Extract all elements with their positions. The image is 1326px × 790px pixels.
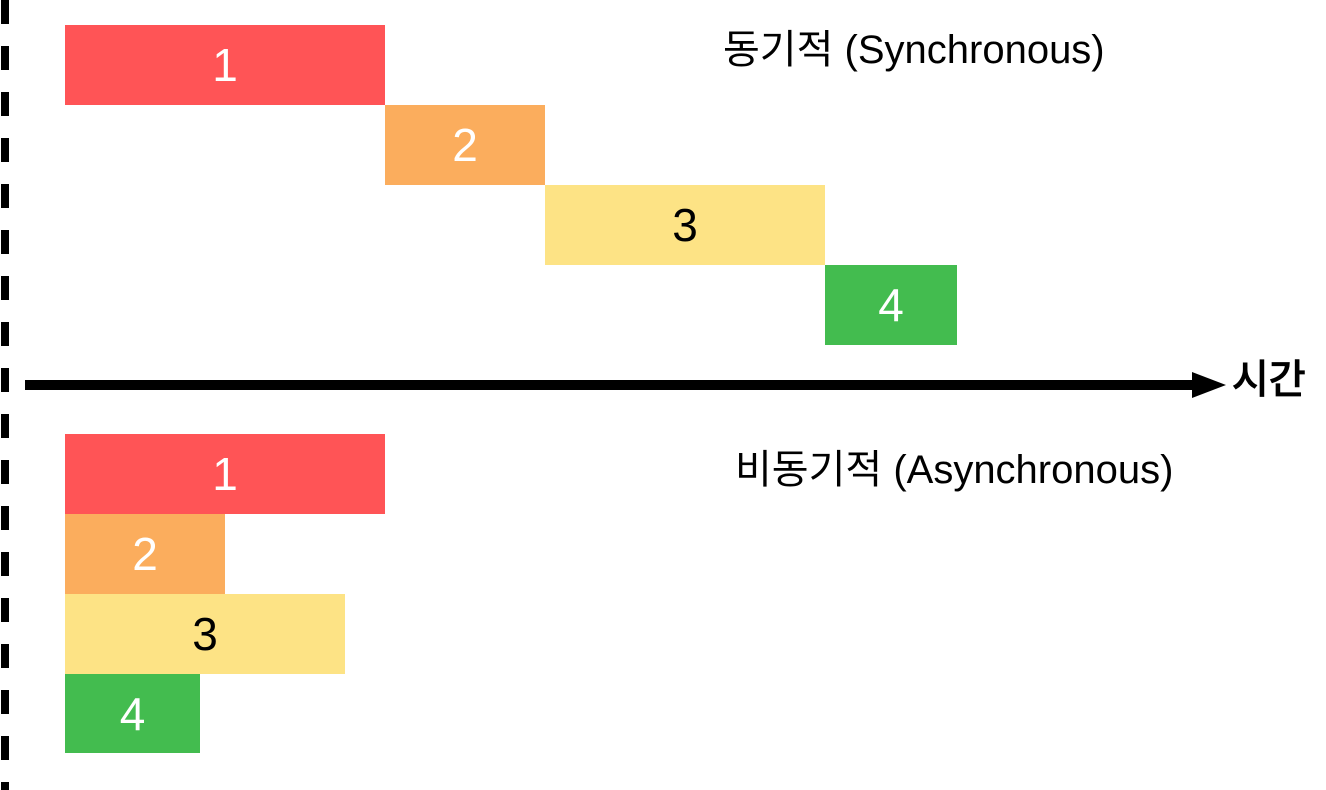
sync-task-bar-2-label: 2 xyxy=(452,119,478,171)
sync-task-bar-2: 2 xyxy=(385,105,545,185)
async-task-bar-2-label: 2 xyxy=(132,528,158,580)
async-task-bar-1-label: 1 xyxy=(212,448,238,500)
time-axis-label: 시간 xyxy=(1232,358,1306,402)
time-axis-arrowhead-icon xyxy=(1192,372,1226,398)
async-task-bar-1: 1 xyxy=(65,434,385,514)
sync-task-bar-1: 1 xyxy=(65,25,385,105)
async-task-bar-4-label: 4 xyxy=(119,687,146,740)
sync-task-bar-3: 3 xyxy=(545,185,825,265)
start-boundary-dashed-line xyxy=(1,0,9,790)
sync-task-bar-4: 4 xyxy=(825,265,957,345)
async-section-label: 비동기적 (Asynchronous) xyxy=(735,448,1174,492)
sync-section-label: 동기적 (Synchronous) xyxy=(723,28,1105,72)
sync-task-bar-1-label: 1 xyxy=(212,39,238,91)
sync-task-bar-3-label: 3 xyxy=(672,199,698,251)
async-task-bar-4: 4 xyxy=(65,674,200,753)
async-task-bar-2: 2 xyxy=(65,514,225,594)
async-task-bar-3: 3 xyxy=(65,594,345,674)
sync-task-bar-4-label: 4 xyxy=(878,279,904,331)
time-axis-line xyxy=(25,380,1193,390)
async-task-bar-3-label: 3 xyxy=(192,608,218,660)
